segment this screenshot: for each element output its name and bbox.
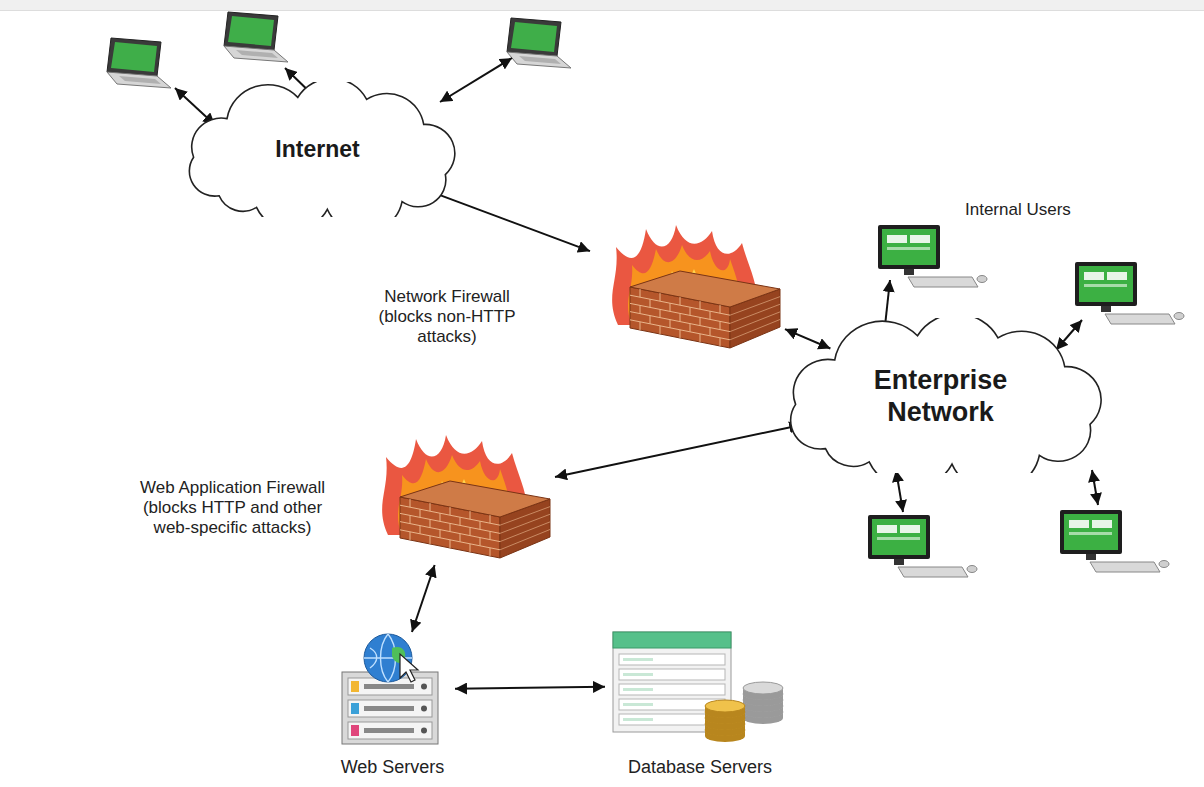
cloud-shape (768, 318, 1113, 473)
firewall-icon (382, 435, 550, 558)
desktop-icon (1075, 262, 1184, 324)
laptop-icon (224, 12, 288, 62)
web-server-node: Web Servers (330, 632, 455, 747)
database-icon (613, 632, 783, 742)
device-link (1092, 470, 1098, 505)
group-label: Internal Users (965, 200, 1071, 220)
link-arrow (785, 329, 830, 348)
db-shape (605, 628, 795, 743)
desktop-icon (868, 515, 977, 577)
device-link (440, 58, 512, 102)
network-firewall: Network Firewall (blocks non-HTTP attack… (590, 225, 785, 350)
web-server-icon (342, 634, 438, 744)
node-label: Web Servers (341, 757, 445, 778)
web-shape (330, 632, 455, 747)
cloud-outline (189, 82, 454, 217)
top-bar (0, 0, 1204, 11)
device-link (175, 88, 215, 125)
internet-cloud: Internet (170, 82, 465, 217)
node-label: Network Firewall (blocks non-HTTP attack… (362, 287, 532, 347)
cloud-title: Enterprise Network (854, 363, 1027, 428)
enterprise-cloud: Enterprise Network (768, 318, 1113, 473)
laptop-icon (107, 38, 171, 88)
firewall-shape (590, 225, 785, 350)
link-arrow (455, 687, 605, 689)
cloud-outline (791, 318, 1101, 473)
node-label: Web Application Firewall (blocks HTTP an… (125, 478, 340, 538)
link-arrow (419, 187, 590, 251)
cloud-title: Internet (275, 136, 359, 164)
device-link (1056, 320, 1082, 350)
laptop-icon (507, 18, 571, 68)
web-app-firewall: Web Application Firewall (blocks HTTP an… (360, 430, 555, 565)
device-link (896, 470, 903, 512)
firewall-shape (360, 430, 555, 565)
link-arrow (412, 565, 435, 632)
link-arrow (555, 425, 801, 477)
node-label: Database Servers (628, 757, 772, 778)
desktop-icon (878, 225, 987, 287)
database-node: Database Servers (605, 628, 795, 743)
desktop-icon (1060, 510, 1169, 572)
firewall-icon (612, 225, 780, 348)
